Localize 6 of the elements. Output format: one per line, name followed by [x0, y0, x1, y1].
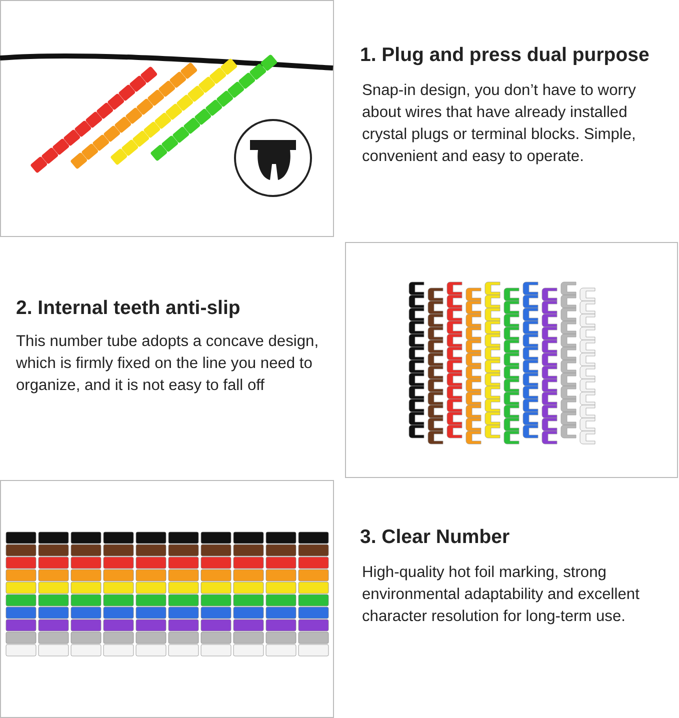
feature-heading: 1. Plug and press dual purpose — [360, 44, 650, 67]
feature-heading: 3. Clear Number — [360, 526, 510, 549]
feature-heading: 2. Internal teeth anti-slip — [16, 297, 240, 320]
feature-description: High-quality hot foil marking, strong environmental adaptability and excellent character resolution for long-term use. — [362, 563, 640, 627]
feature-description: This number tube adopts a concave design, which is firmly fixed on the line you need to organize, and it is not easy to fall off — [16, 332, 320, 396]
feature-description: Snap-in design, you don’t have to worry about wires that have already installed crystal plugs or terminal blocks. Simple, convenient and easy to operate. — [362, 81, 637, 167]
